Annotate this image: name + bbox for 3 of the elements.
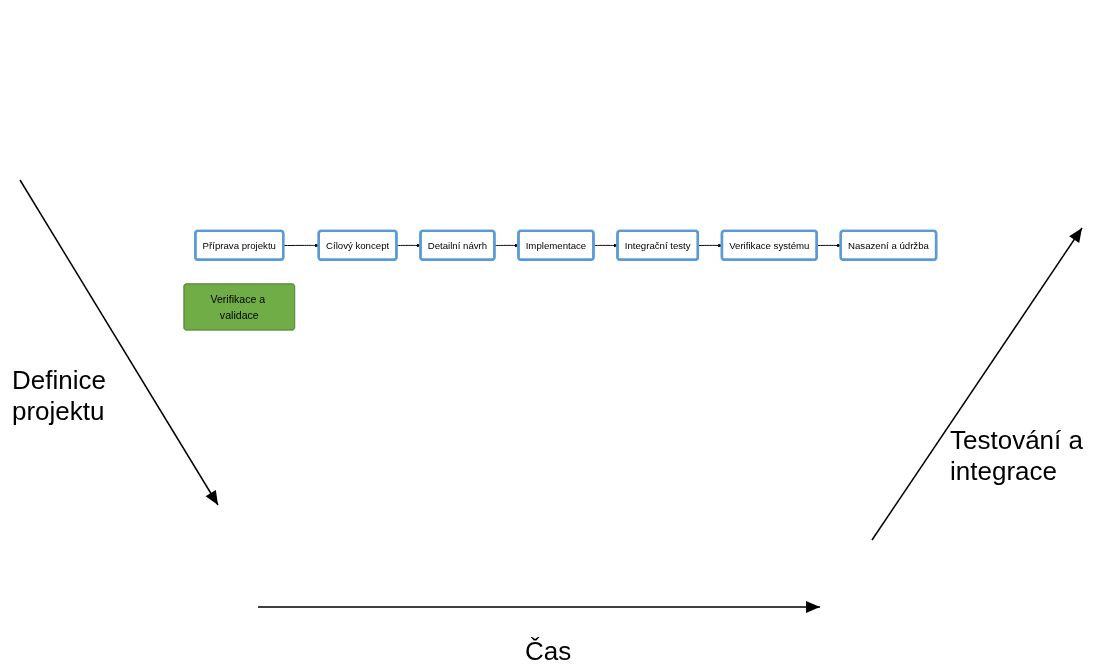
axis-label: Čas bbox=[525, 636, 573, 664]
axis-label: Testování a integrace bbox=[950, 425, 1084, 487]
axis-label: Definice projektu bbox=[12, 365, 107, 427]
